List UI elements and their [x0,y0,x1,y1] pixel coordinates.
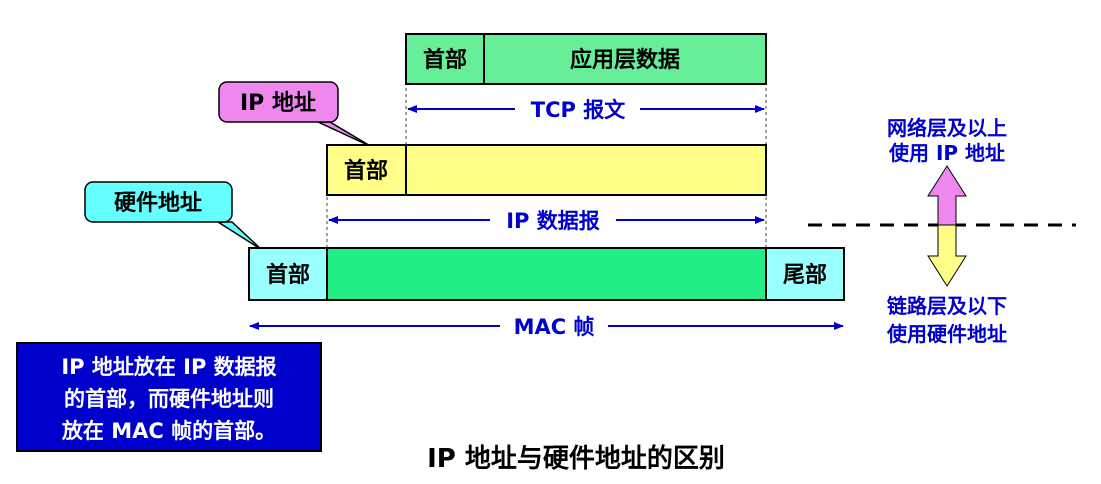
lower-layer-arrow-icon [927,224,967,287]
tcp-payload-label: 应用层数据 [570,47,680,73]
upper-layer-line2: 使用 IP 地址 [888,141,1005,165]
tcp-payload-box [483,33,767,85]
ip-address-callout: IP 地址 [218,81,373,148]
ip-callout-label: IP 地址 [240,91,316,116]
mac-frame: 首部 尾部 [248,247,845,301]
upper-layer-arrow-icon [927,165,967,226]
mac-span-label: MAC 帧 [514,315,595,339]
ip-header-label: 首部 [344,158,388,184]
tcp-segment: 首部 应用层数据 [405,33,767,85]
mac-trailer-box [765,247,845,301]
ip-header-box [326,144,407,196]
ip-span: IP 数据报 [328,209,765,233]
upper-layer-line1: 网络层及以上 [887,116,1007,140]
tcp-header-label: 首部 [423,47,467,73]
note-line3: 放在 MAC 帧的首部。 [61,419,276,443]
note-line1: IP 地址放在 IP 数据报 [61,355,276,379]
note-background [16,342,322,452]
tcp-span: TCP 报文 [407,98,765,122]
ip-callout-pointer [317,121,373,148]
note-box: IP 地址放在 IP 数据报 的首部，而硬件地址则 放在 MAC 帧的首部。 [16,342,322,452]
hardware-address-callout: 硬件地址 [84,181,263,251]
ip-payload-box [405,144,767,196]
diagram-title: IP 地址与硬件地址的区别 [427,443,725,474]
note-line2: 的首部，而硬件地址则 [64,387,274,411]
mac-header-box [248,247,328,301]
mac-header-label: 首部 [266,262,310,288]
hw-callout-box [84,181,233,223]
lower-layer-line2: 使用硬件地址 [886,322,1007,346]
mac-span: MAC 帧 [249,315,844,339]
ip-callout-box [218,81,339,123]
tcp-span-label: TCP 报文 [531,98,626,122]
mac-payload-box [326,247,767,301]
lower-layer-line1: 链路层及以下 [887,294,1007,318]
ip-span-label: IP 数据报 [506,209,600,233]
hw-callout-pointer [215,221,263,251]
ip-datagram: 首部 [326,144,767,196]
mac-trailer-label: 尾部 [783,262,827,288]
hw-callout-label: 硬件地址 [114,191,202,216]
